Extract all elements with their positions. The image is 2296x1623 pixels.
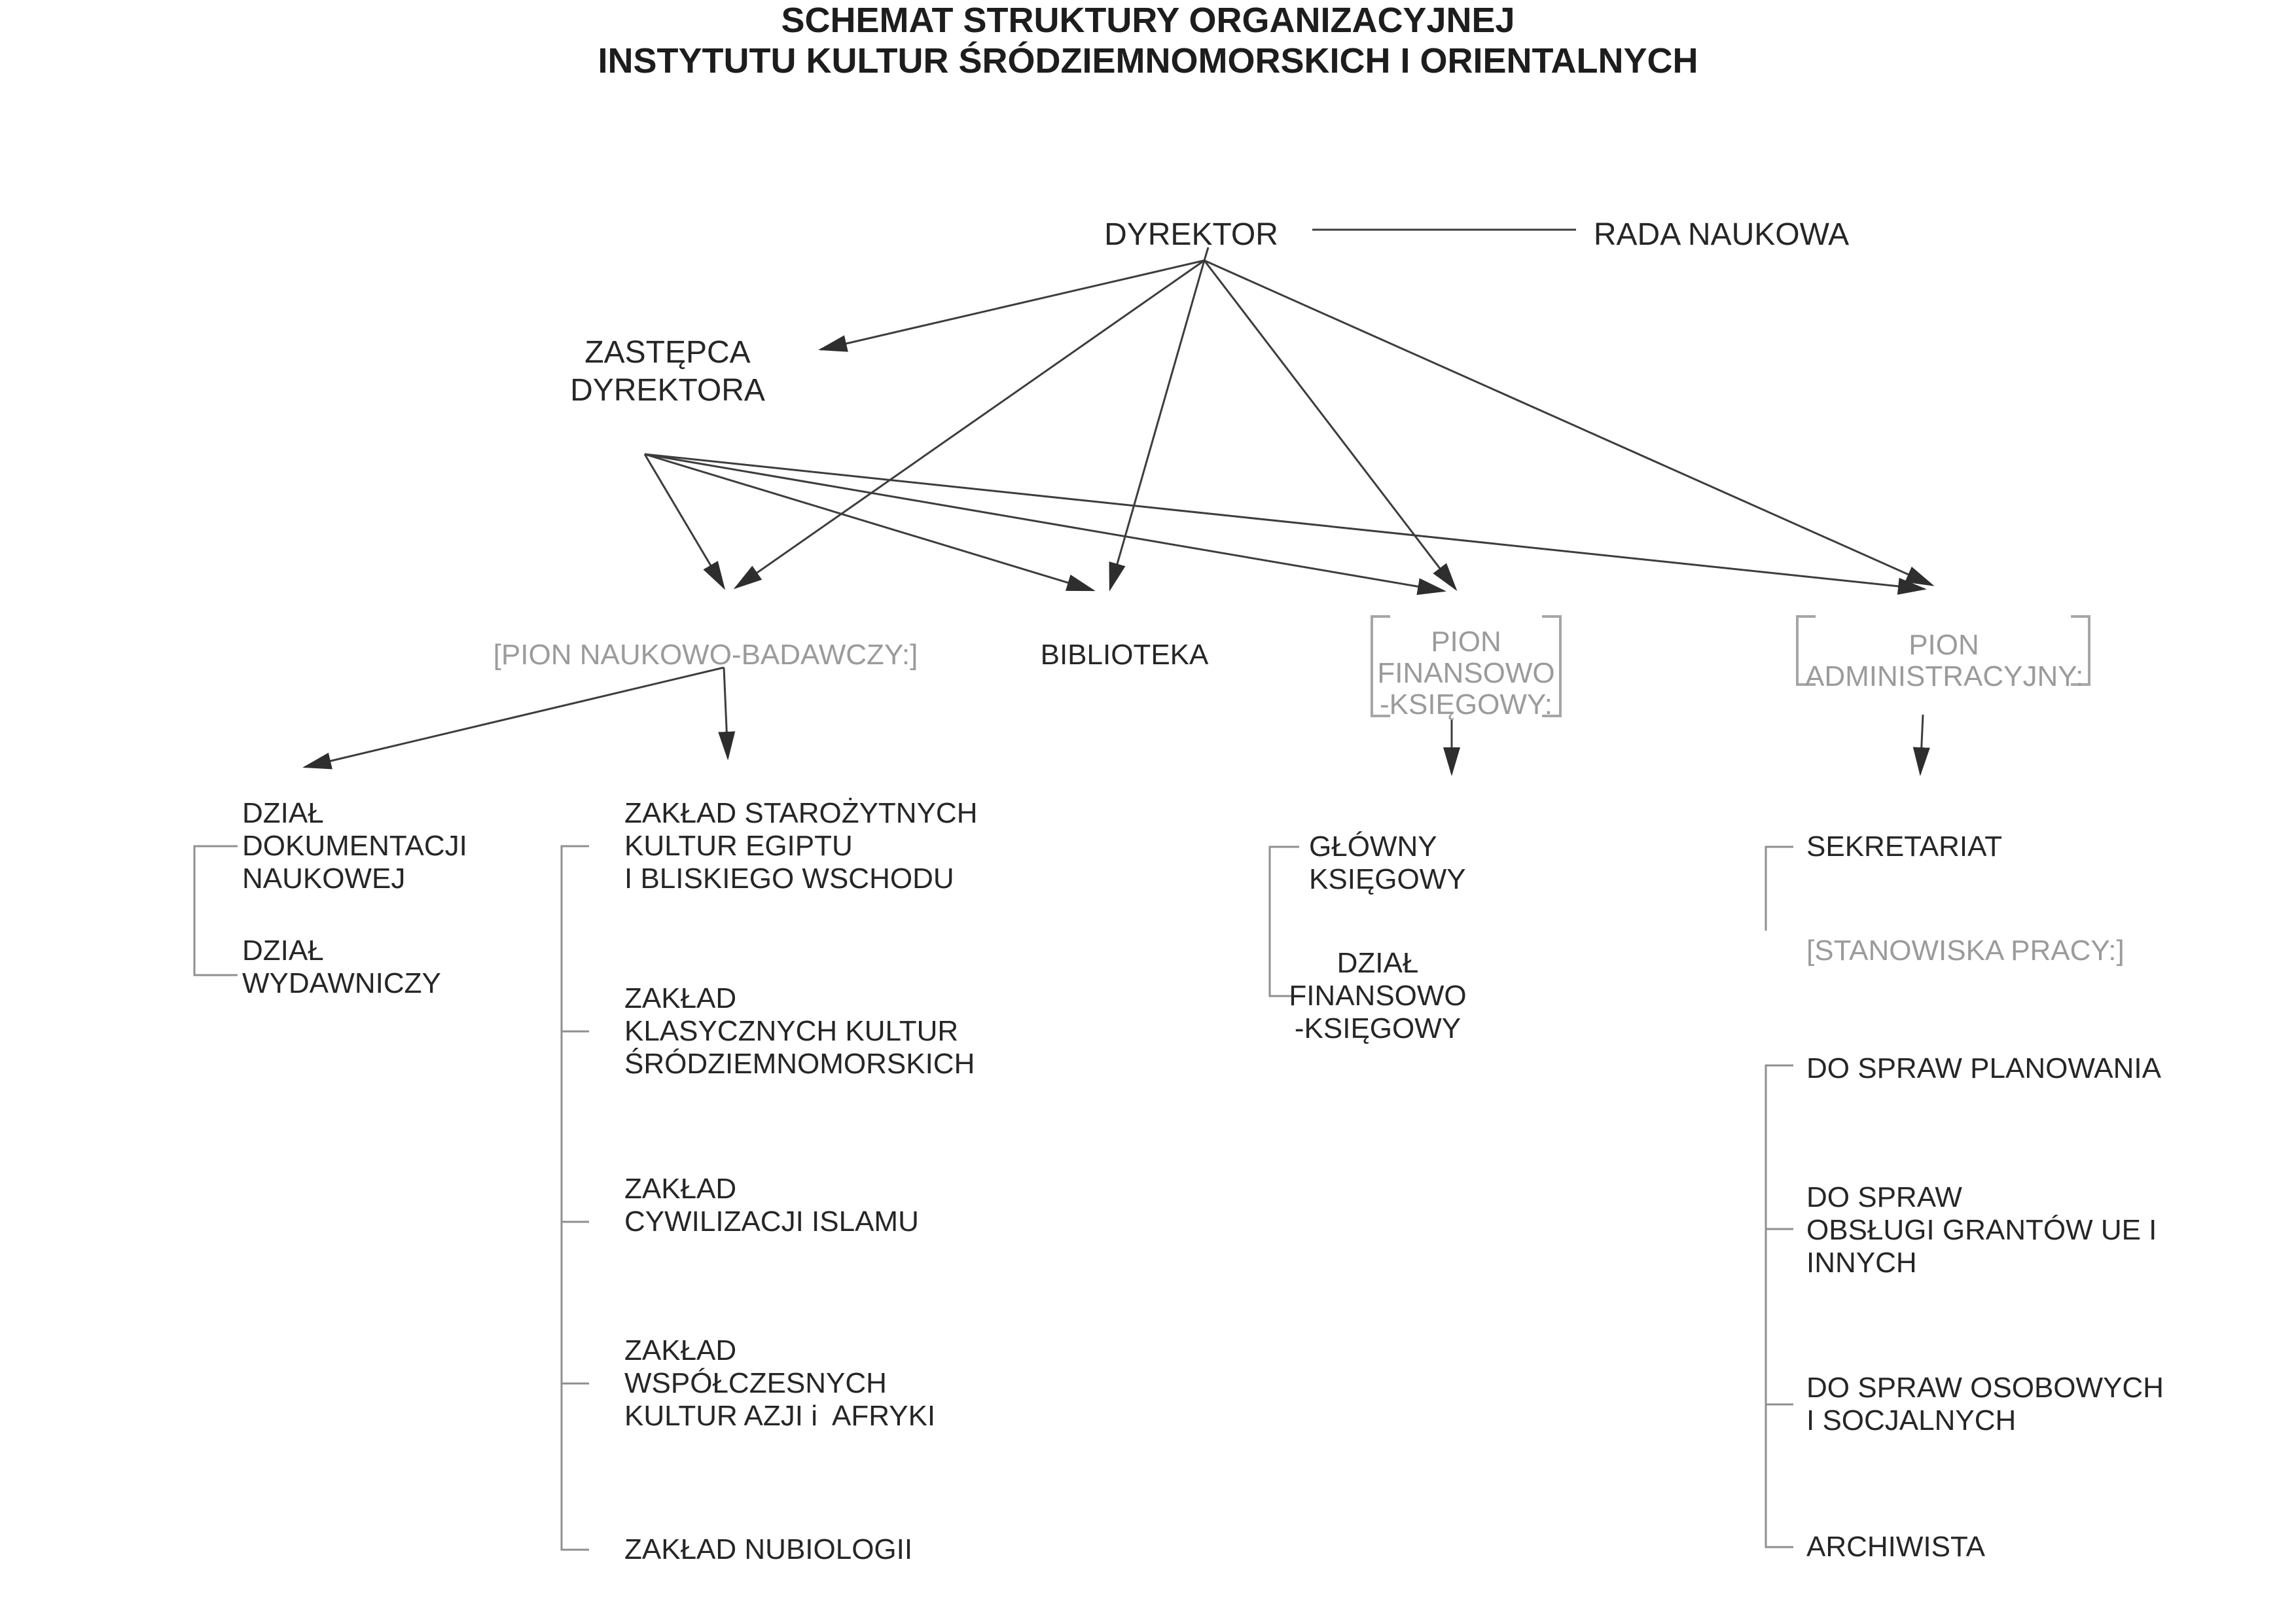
node-zaklad-wspolczesnych: ZAKŁAD WSPÓŁCZESNYCH KULTUR AZJI i AFRYK… bbox=[624, 1334, 936, 1432]
node-zaklad-starozytnych: ZAKŁAD STAROŻYTNYCH KULTUR EGIPTU I BLIS… bbox=[624, 797, 978, 895]
node-do-spraw-osobowych: DO SPRAW OSOBOWYCH I SOCJALNYCH bbox=[1806, 1372, 2164, 1436]
node-zaklad-cywilizacji-islamu: ZAKŁAD CYWILIZACJI ISLAMU bbox=[624, 1173, 919, 1238]
node-biblioteka: BIBLIOTEKA bbox=[1040, 639, 1209, 671]
node-rada-naukowa: RADA NAUKOWA bbox=[1593, 217, 1850, 252]
node-dzial-finansowo-ksiegowy: DZIAŁ FINANSOWO -KSIĘGOWY bbox=[1289, 947, 1467, 1044]
node-zastepca-dyrektora: ZASTĘPCA DYREKTORA bbox=[570, 335, 765, 408]
arrow-dyrektor-pion-administracyjny bbox=[1204, 259, 1935, 586]
arrow-naukowy-zaklady bbox=[718, 667, 736, 760]
node-zaklad-nubiologii: ZAKŁAD NUBIOLOGII bbox=[624, 1533, 913, 1565]
line-dyrektor-stub bbox=[1203, 247, 1210, 261]
bracket-pion-administracyjny-left bbox=[1796, 615, 1816, 686]
arrow-dyrektor-biblioteka bbox=[1109, 260, 1206, 592]
bracket-sekretariat bbox=[1765, 846, 1793, 931]
node-glowny-ksiegowy: GŁÓWNY KSIĘGOWY bbox=[1309, 830, 1466, 895]
bracket-finansowy-subunits bbox=[1268, 846, 1299, 997]
arrow-zastepca-biblioteka bbox=[644, 453, 1096, 592]
bracket-dzialy bbox=[193, 845, 238, 976]
page-title: SCHEMAT STRUKTURY ORGANIZACYJNEJ INSTYTU… bbox=[598, 1, 1698, 80]
arrow-dyrektor-pion-naukowy bbox=[733, 259, 1205, 590]
node-sekretariat: SEKRETARIAT bbox=[1806, 830, 2003, 863]
node-stanowiska-pracy: [STANOWISKA PRACY:] bbox=[1806, 935, 2125, 967]
arrow-administracyjny-sekretariat bbox=[1912, 714, 1930, 776]
node-zaklad-klasycznych: ZAKŁAD KLASYCZNYCH KULTUR ŚRÓDZIEMNOMORS… bbox=[624, 982, 975, 1080]
node-archiwista: ARCHIWISTA bbox=[1806, 1531, 1985, 1563]
arrow-naukowy-dzial-dokumentacji bbox=[302, 666, 725, 770]
node-dzial-wydawniczy: DZIAŁ WYDAWNICZY bbox=[242, 935, 441, 999]
node-dzial-dokumentacji: DZIAŁ DOKUMENTACJI NAUKOWEJ bbox=[242, 797, 467, 895]
bracket-pion-finansowy-left bbox=[1371, 615, 1390, 717]
bracket-pion-finansowy-right bbox=[1542, 615, 1562, 717]
node-pion-naukowo-badawczy: [PION NAUKOWO-BADAWCZY:] bbox=[493, 639, 918, 671]
arrow-zastepca-pion-finansowy bbox=[644, 453, 1446, 596]
arrow-zastepca-pion-naukowy bbox=[643, 454, 726, 590]
bracket-zaklady bbox=[560, 845, 589, 1551]
node-do-spraw-grantow: DO SPRAW OBSŁUGI GRANTÓW UE I INNYCH bbox=[1806, 1181, 2157, 1279]
bracket-stanowiska bbox=[1765, 1064, 1793, 1548]
arrow-dyrektor-pion-finansowy bbox=[1203, 260, 1458, 592]
arrow-zastepca-pion-administracyjny bbox=[644, 453, 1927, 595]
node-do-spraw-planowania: DO SPRAW PLANOWANIA bbox=[1806, 1052, 2161, 1084]
bracket-pion-administracyjny-right bbox=[2071, 615, 2090, 686]
node-pion-administracyjny: PION ADMINISTRACYJNY: bbox=[1805, 629, 2084, 692]
arrow-dyrektor-zastepca bbox=[818, 259, 1205, 352]
node-pion-finansowo-ksiegowy: PION FINANSOWO -KSIĘGOWY: bbox=[1377, 626, 1555, 721]
node-dyrektor: DYREKTOR bbox=[1104, 217, 1278, 252]
